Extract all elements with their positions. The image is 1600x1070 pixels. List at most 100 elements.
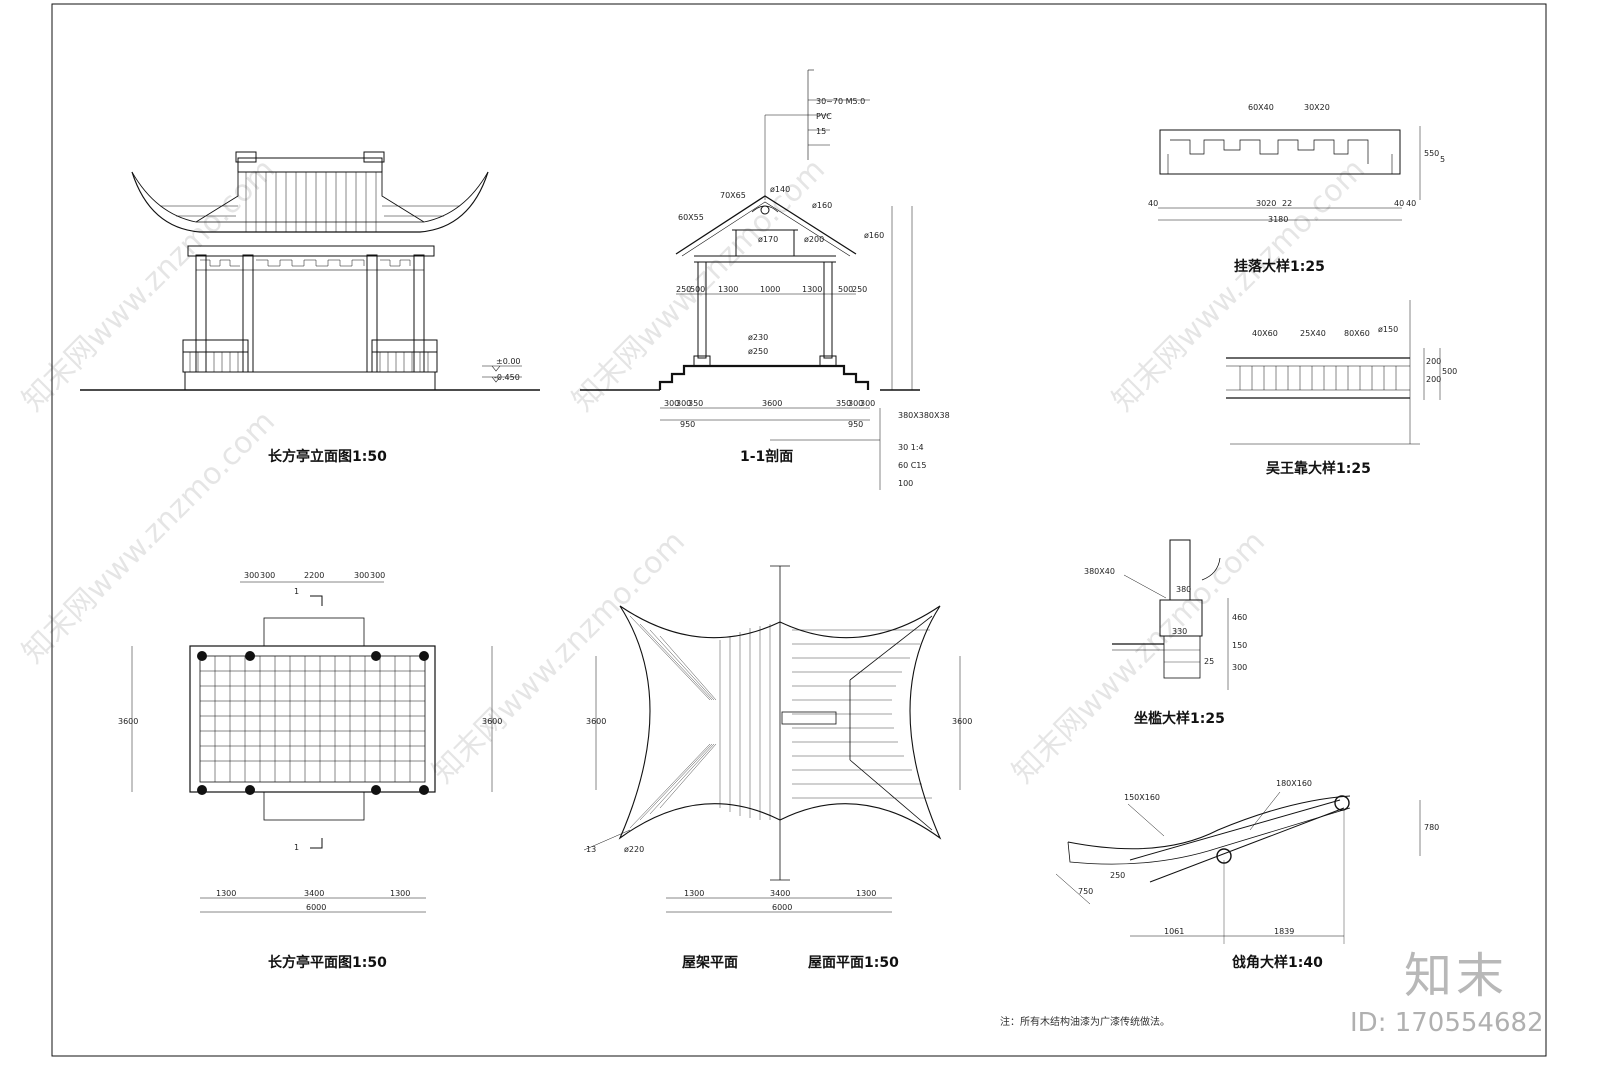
- drawing-note: 注：所有木结构油漆为广漆传统做法。: [1000, 1017, 1170, 1028]
- plan-top-2: 2200: [304, 571, 324, 580]
- title-roof-frame: 屋架平面: [682, 955, 738, 971]
- section-d250: ø250: [748, 347, 768, 356]
- elevation-level-0: ±0.00: [496, 357, 521, 366]
- image-id: ID: 170554682: [1350, 1008, 1544, 1038]
- section-dim-bot-6: 300: [860, 399, 875, 408]
- section-dim-bot-3: 3600: [762, 399, 782, 408]
- qiangjiao-d1: 1061: [1164, 927, 1184, 936]
- section-d200: ø200: [804, 235, 824, 244]
- wuwangkao-c: 80X60: [1344, 329, 1370, 338]
- qiangjiao-detail: [1055, 791, 1421, 944]
- section-dim-bot-1: 300: [676, 399, 691, 408]
- section-dim-top-3: 1000: [760, 285, 780, 294]
- section-1-1: [580, 69, 920, 490]
- title-gualuo: 挂落大样1:25: [1234, 259, 1325, 275]
- plan-total: 6000: [306, 903, 326, 912]
- zuojian-h3: 300: [1232, 663, 1247, 672]
- section-layer-2: PVC: [816, 112, 832, 121]
- zuojian-h2: 150: [1232, 641, 1247, 650]
- gualuo-w3: 22: [1282, 199, 1292, 208]
- gualuo-w5: 40: [1406, 199, 1416, 208]
- section-base-1: 380X380X38: [898, 411, 950, 420]
- plan-bottom-1: 3400: [304, 889, 324, 898]
- plan-cut-top: 1: [294, 587, 299, 596]
- title-section: 1-1剖面: [740, 449, 794, 465]
- qiangjiao-s2: 250: [1110, 871, 1125, 880]
- gualuo-w1: 40: [1148, 199, 1158, 208]
- section-base-3: 60 C15: [898, 461, 927, 470]
- section-dim-top-1: 500: [690, 285, 705, 294]
- plan-top-1: 300: [260, 571, 275, 580]
- brand-logo: 知末: [1404, 948, 1509, 1004]
- gualuo-w2: 3020: [1256, 199, 1276, 208]
- roof-total: 6000: [772, 903, 792, 912]
- section-dim-top-0: 250: [676, 285, 691, 294]
- wuwangkao-h1: 200: [1426, 357, 1441, 366]
- section-base-2: 30 1:4: [898, 443, 924, 452]
- wuwangkao-a: 40X60: [1252, 329, 1278, 338]
- roof-plan: [583, 565, 961, 913]
- section-d160a: ø160: [812, 201, 832, 210]
- title-zuojian: 坐槛大样1:25: [1134, 711, 1225, 727]
- plan-top-0: 300: [244, 571, 259, 580]
- wuwangkao-h2: 200: [1426, 375, 1441, 384]
- roof-bottom-0: 1300: [684, 889, 704, 898]
- pavilion-plan: [131, 581, 493, 913]
- plan-top-3: 300: [354, 571, 369, 580]
- section-dim-top-2: 1300: [718, 285, 738, 294]
- qiangjiao-d2: 1839: [1274, 927, 1294, 936]
- section-d230: ø230: [748, 333, 768, 342]
- qiangjiao-b: 150X160: [1124, 793, 1160, 802]
- roof-bottom-2: 1300: [856, 889, 876, 898]
- zuojian-a: 380X40: [1084, 567, 1115, 576]
- section-layer-1: 30~70 M5.0: [816, 97, 865, 106]
- wuwangkao-detail: [1226, 300, 1441, 445]
- title-plan: 长方亭平面图1:50: [268, 955, 387, 971]
- gualuo-b: 30X20: [1304, 103, 1330, 112]
- plan-top-4: 300: [370, 571, 385, 580]
- section-layer-3: 15: [816, 127, 826, 136]
- roof-right: 3600: [952, 717, 972, 726]
- wuwangkao-b: 25X40: [1300, 329, 1326, 338]
- pavilion-elevation: [80, 151, 540, 391]
- gualuo-detail: [1158, 126, 1421, 221]
- section-rafter-2: 60X55: [678, 213, 704, 222]
- gualuo-a: 60X40: [1248, 103, 1274, 112]
- zuojian-c: 330: [1172, 627, 1187, 636]
- section-dim-bot2-1: 950: [848, 420, 863, 429]
- gualuo-w4: 40: [1394, 199, 1404, 208]
- sheet-border: [51, 3, 1547, 1057]
- section-rafter-1: 70X65: [720, 191, 746, 200]
- zuojian-detail: [1112, 539, 1229, 690]
- plan-bottom-2: 1300: [390, 889, 410, 898]
- wuwangkao-h3: 500: [1442, 367, 1457, 376]
- wuwangkao-d: ø150: [1378, 325, 1398, 334]
- roof-mark: 13: [586, 845, 596, 854]
- plan-right: 3600: [482, 717, 502, 726]
- zuojian-h4: 25: [1204, 657, 1214, 666]
- gualuo-h2: 5: [1440, 155, 1445, 164]
- section-d170: ø170: [758, 235, 778, 244]
- zuojian-h1: 460: [1232, 613, 1247, 622]
- section-dim-top-6: 250: [852, 285, 867, 294]
- section-dim-top-5: 500: [838, 285, 853, 294]
- elevation-level-1: -0.450: [494, 373, 520, 382]
- title-elevation: 长方亭立面图1:50: [268, 449, 387, 465]
- title-roof-plan: 屋面平面1:50: [808, 955, 899, 971]
- plan-bottom-0: 1300: [216, 889, 236, 898]
- title-wuwangkao: 吴王靠大样1:25: [1266, 461, 1371, 477]
- section-dim-bot-5: 300: [848, 399, 863, 408]
- roof-left: 3600: [586, 717, 606, 726]
- gualuo-h1: 550: [1424, 149, 1439, 158]
- roof-bottom-1: 3400: [770, 889, 790, 898]
- gualuo-total: 3180: [1268, 215, 1288, 224]
- section-d140: ø140: [770, 185, 790, 194]
- zuojian-b: 380: [1176, 585, 1191, 594]
- qiangjiao-slope: 750: [1078, 887, 1093, 896]
- roof-dia: ø220: [624, 845, 644, 854]
- section-dim-top-4: 1300: [802, 285, 822, 294]
- section-d160b: ø160: [864, 231, 884, 240]
- section-dim-bot-4: 350: [836, 399, 851, 408]
- qiangjiao-h: 780: [1424, 823, 1439, 832]
